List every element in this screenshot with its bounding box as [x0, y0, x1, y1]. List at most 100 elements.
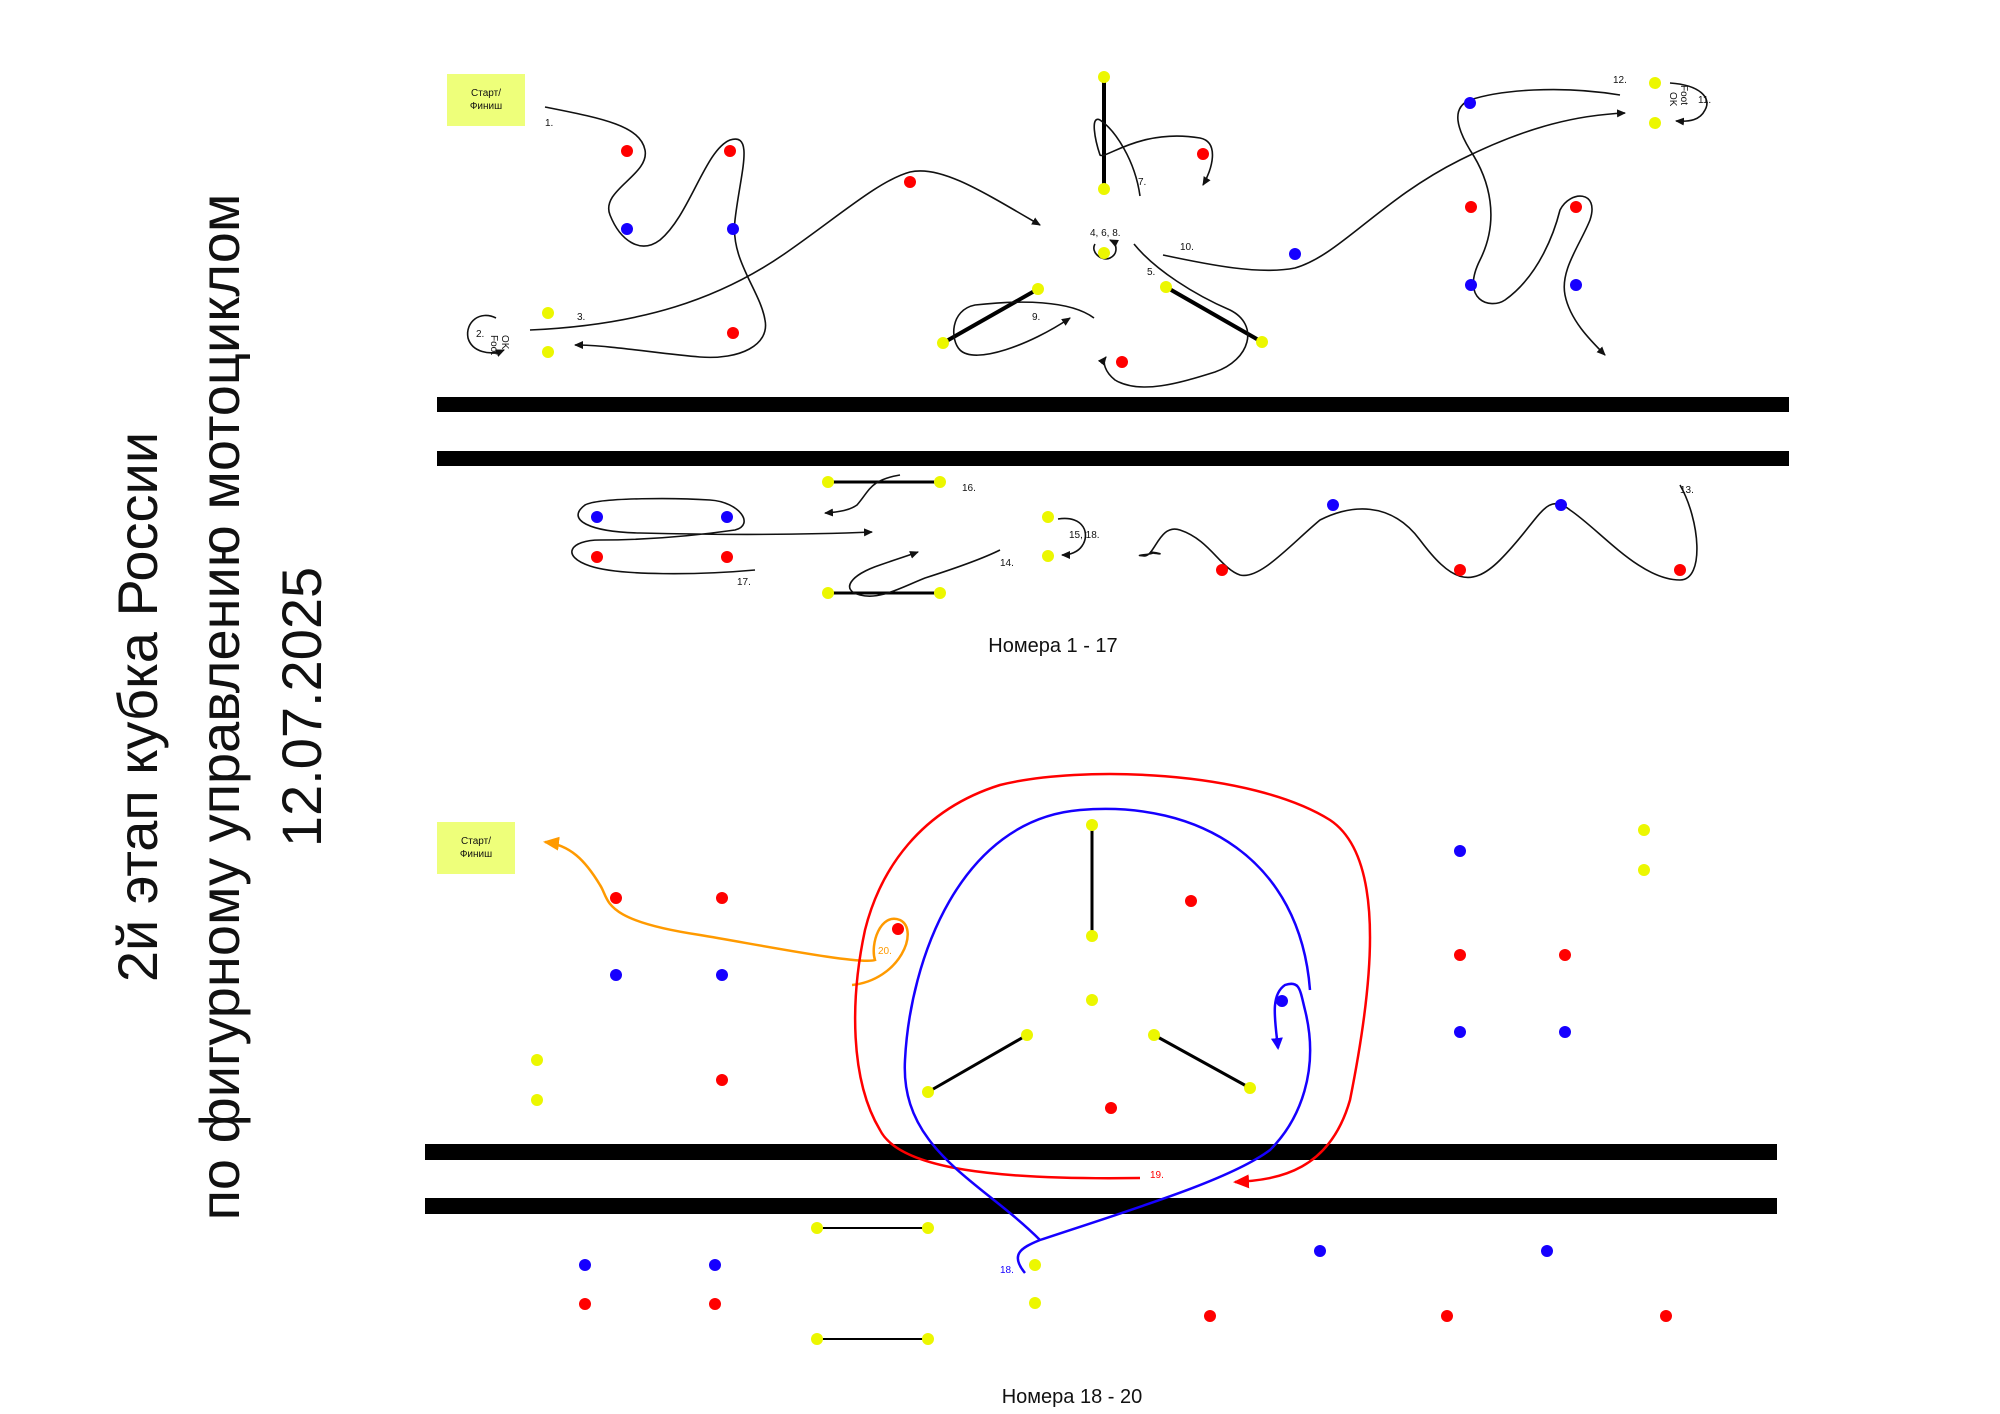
cone-blue	[1555, 499, 1567, 511]
route-13	[1138, 484, 1698, 581]
label-9: 9.	[1032, 312, 1040, 323]
cone-yellow	[1160, 281, 1172, 293]
cone-red	[1197, 148, 1209, 160]
scheme-1: Старт/ Финиш	[437, 71, 1789, 657]
cone-red	[591, 551, 603, 563]
cone-yellow	[822, 476, 834, 488]
cone-yellow	[1098, 183, 1110, 195]
label-13: 13.	[1680, 485, 1694, 496]
cone-red	[721, 551, 733, 563]
label-7: 7.	[1138, 177, 1146, 188]
label-15-18: 15, 18.	[1069, 530, 1100, 541]
cone-yellow	[811, 1222, 823, 1234]
cone-red	[727, 327, 739, 339]
cone-red	[1570, 201, 1582, 213]
cone-yellow	[542, 346, 554, 358]
start-finish-box	[447, 74, 525, 126]
route-19	[853, 772, 1372, 1189]
route-18-loop	[903, 807, 1312, 1241]
cone-yellow	[531, 1054, 543, 1066]
cone-yellow	[1021, 1029, 1033, 1041]
gate-bar	[1153, 1033, 1251, 1090]
cone-blue	[709, 1259, 721, 1271]
cone-red	[724, 145, 736, 157]
cone-yellow	[1256, 336, 1268, 348]
route-17	[571, 497, 873, 575]
label-12: 12.	[1613, 75, 1627, 86]
cone-yellow	[1638, 824, 1650, 836]
cone-red	[1216, 564, 1228, 576]
cone-red	[892, 923, 904, 935]
cone-yellow	[1032, 283, 1044, 295]
cone-yellow	[1086, 994, 1098, 1006]
route-9	[953, 301, 1095, 356]
cone-yellow	[934, 476, 946, 488]
cone-yellow	[1098, 247, 1110, 259]
cone-blue	[727, 223, 739, 235]
cone-red	[1105, 1102, 1117, 1114]
start-label-line-2: Финиш	[470, 101, 502, 112]
cone-red	[716, 892, 728, 904]
foot-ok-right-b: OK	[1667, 92, 1678, 107]
caption-18-20: Номера 18 - 20	[1002, 1386, 1143, 1408]
route-20	[543, 836, 909, 987]
cone-red	[1674, 564, 1686, 576]
caption-1-17: Номера 1 - 17	[988, 635, 1117, 657]
cone-yellow	[1042, 511, 1054, 523]
cone-red	[1185, 895, 1197, 907]
cone-yellow	[922, 1333, 934, 1345]
foot-ok-right-a: Foot	[1678, 85, 1689, 105]
cone-yellow	[1649, 117, 1661, 129]
cone-yellow	[922, 1222, 934, 1234]
cone-yellow	[1029, 1259, 1041, 1271]
track-bar	[437, 451, 1789, 466]
route-14	[848, 549, 1001, 597]
cone-blue	[721, 511, 733, 523]
cone-yellow	[531, 1094, 543, 1106]
cone-red	[1441, 1310, 1453, 1322]
cone-yellow	[1649, 77, 1661, 89]
cone-red	[1559, 949, 1571, 961]
cone-blue	[1327, 499, 1339, 511]
route-7	[1093, 118, 1214, 197]
cone-blue	[1289, 248, 1301, 260]
cone-yellow	[1029, 1297, 1041, 1309]
start-label-line-1: Старт/	[461, 836, 491, 847]
cone-blue	[591, 511, 603, 523]
route-10	[1162, 109, 1626, 272]
label-10: 10.	[1180, 242, 1194, 253]
cone-blue	[1454, 1026, 1466, 1038]
label-16: 16.	[962, 483, 976, 494]
cone-yellow	[822, 587, 834, 599]
track-bar	[425, 1144, 1777, 1160]
cone-yellow	[922, 1086, 934, 1098]
route-1	[544, 106, 767, 359]
cone-red	[610, 892, 622, 904]
cone-yellow	[934, 587, 946, 599]
cone-yellow	[1148, 1029, 1160, 1041]
track-bar	[437, 397, 1789, 412]
cone-blue	[1541, 1245, 1553, 1257]
label-14: 14.	[1000, 558, 1014, 569]
label-2: 2.	[476, 329, 484, 340]
cone-yellow	[1638, 864, 1650, 876]
cone-blue	[579, 1259, 591, 1271]
label-4-6-8: 4, 6, 8.	[1090, 228, 1121, 239]
cone-blue	[716, 969, 728, 981]
cone-blue	[1465, 279, 1477, 291]
gate-bar	[927, 1033, 1028, 1094]
cones-scheme-1	[542, 71, 1686, 599]
cone-blue	[1570, 279, 1582, 291]
scheme-2: Старт/ Финиш	[425, 772, 1777, 1408]
route-11	[1669, 82, 1708, 126]
route-4	[1093, 239, 1119, 260]
cone-red	[1660, 1310, 1672, 1322]
cone-yellow	[542, 307, 554, 319]
label-18: 18.	[1000, 1265, 1014, 1276]
route-5	[1097, 243, 1249, 388]
route-13-tail	[1149, 551, 1161, 555]
route-3	[529, 170, 1041, 331]
cone-red	[1204, 1310, 1216, 1322]
track-bar	[425, 1198, 1777, 1214]
